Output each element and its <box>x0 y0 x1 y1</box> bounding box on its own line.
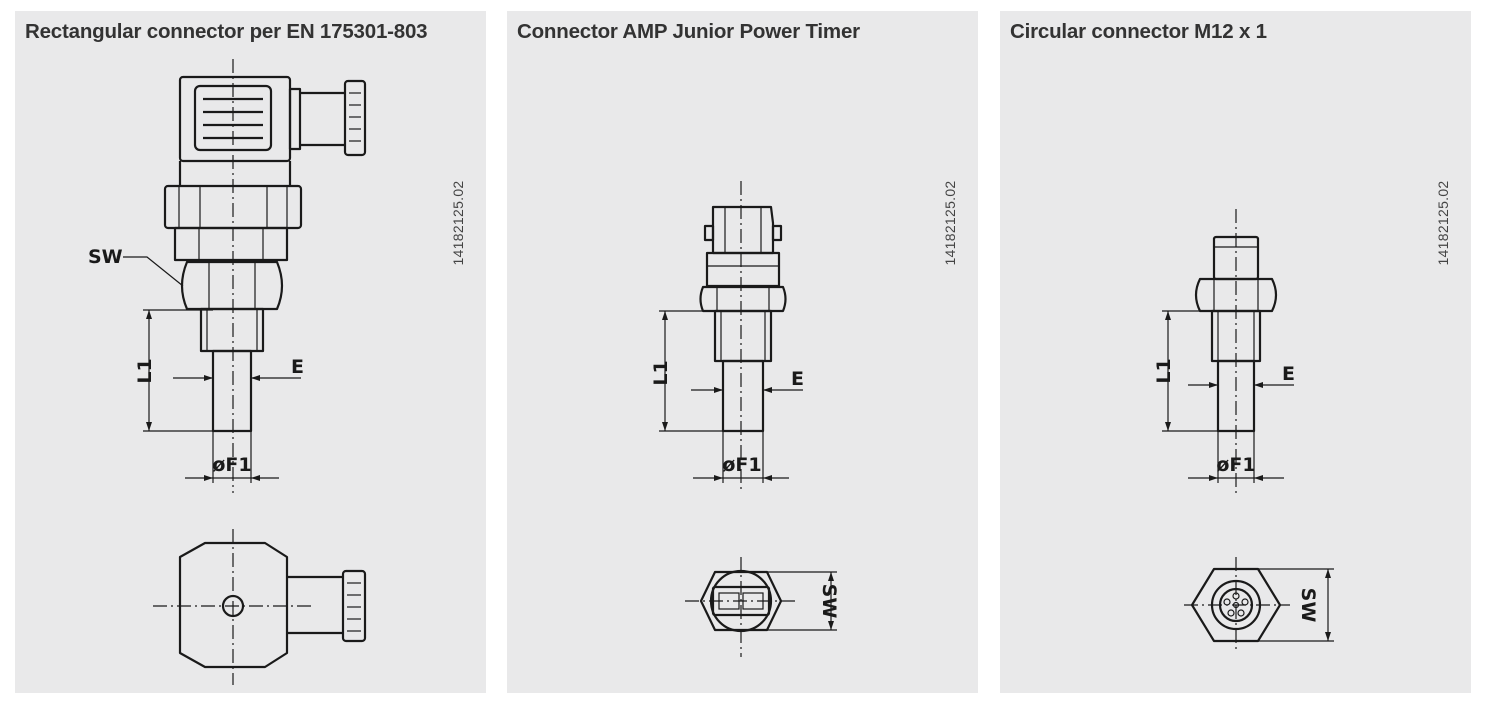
e-label: E <box>291 356 304 378</box>
panel-title: Connector AMP Junior Power Timer <box>517 20 860 43</box>
m12-connector-drawing: L1 E øF1 SW <box>1153 209 1334 653</box>
f1-label: øF1 <box>722 454 761 476</box>
connector-body <box>705 251 781 288</box>
panel-m12-connector: Circular connector M12 x 1 14182125.02 L… <box>1000 11 1471 693</box>
panel-rectangular-connector: Rectangular connector per EN 175301-803 … <box>15 11 486 693</box>
l1-label: L1 <box>1153 358 1175 383</box>
stem <box>211 349 253 433</box>
panel-amp-junior-connector: Connector AMP Junior Power Timer 1418212… <box>507 11 978 693</box>
hex-nut <box>1194 277 1278 313</box>
e-label: E <box>791 368 804 390</box>
plug-housing <box>711 205 775 255</box>
panel-title: Rectangular connector per EN 175301-803 <box>25 20 428 43</box>
cable-gland <box>288 87 302 151</box>
e-label: E <box>1282 363 1295 385</box>
l1-label: L1 <box>134 358 156 383</box>
panel-title: Circular connector M12 x 1 <box>1010 20 1267 43</box>
sw-label: SW <box>1297 588 1319 623</box>
l1-label: L1 <box>650 360 672 385</box>
stem <box>721 359 765 433</box>
f1-label: øF1 <box>1216 454 1255 476</box>
amp-junior-connector-drawing: L1 E øF1 SW <box>650 181 840 657</box>
sw-label: SW <box>88 246 123 268</box>
sw-label: SW <box>818 584 840 619</box>
rectangular-connector-drawing: SW L1 E øF1 <box>88 59 367 685</box>
hex-nut <box>180 260 284 311</box>
top-view-housing <box>178 541 289 669</box>
process-thread <box>199 307 265 353</box>
process-thread <box>713 309 773 363</box>
hex-nut <box>699 285 787 313</box>
f1-label: øF1 <box>212 454 251 476</box>
